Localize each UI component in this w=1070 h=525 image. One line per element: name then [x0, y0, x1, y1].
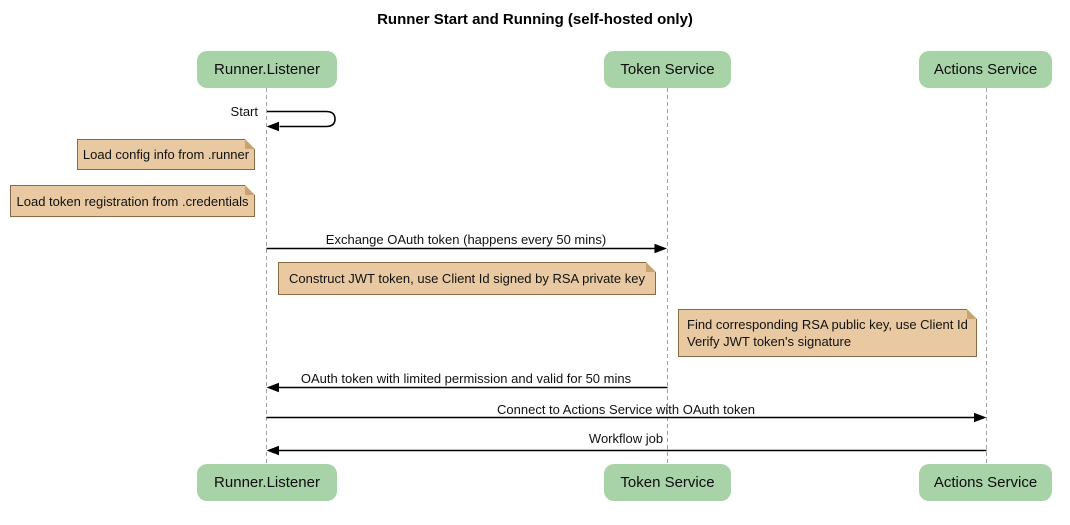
message-label-start: Start	[230, 104, 258, 119]
participant-label: Token Service	[620, 61, 715, 78]
arrowhead-left-icon	[266, 445, 279, 456]
page-title: Runner Start and Running (self-hosted on…	[377, 11, 693, 28]
participant-label: Token Service	[620, 474, 715, 491]
arrowhead-left-icon	[266, 382, 279, 393]
arrowhead-left-icon	[266, 121, 279, 132]
note-text: Construct JWT token, use Client Id signe…	[289, 271, 645, 286]
participant-label: Runner.Listener	[214, 474, 320, 491]
note-load-token-registration: Load token registration from .credential…	[10, 185, 255, 217]
message-label-workflow-job: Workflow job	[588, 431, 664, 446]
note-text: Load token registration from .credential…	[16, 193, 249, 209]
participant-token-service-top: Token Service	[604, 51, 731, 88]
message-label-connect-actions: Connect to Actions Service with OAuth to…	[497, 402, 755, 417]
note-verify-jwt: Find corresponding RSA public key, use C…	[678, 309, 977, 357]
participant-actions-service-bottom: Actions Service	[919, 464, 1052, 501]
note-construct-jwt: Construct JWT token, use Client Id signe…	[278, 262, 656, 295]
participant-label: Runner.Listener	[214, 61, 320, 78]
participant-runner-listener-top: Runner.Listener	[197, 51, 337, 88]
note-load-config: Load config info from .runner	[77, 139, 255, 170]
note-text: Load config info from .runner	[82, 147, 250, 162]
note-text-line: Find corresponding RSA public key, use C…	[687, 317, 968, 332]
self-message-arrow-start	[267, 110, 336, 128]
note-text-line: Verify JWT token's signature	[687, 334, 852, 349]
participant-actions-service-top: Actions Service	[919, 51, 1052, 88]
participant-label: Actions Service	[933, 61, 1038, 78]
participant-runner-listener-bottom: Runner.Listener	[197, 464, 337, 501]
participant-token-service-bottom: Token Service	[604, 464, 731, 501]
arrowhead-right-icon	[654, 243, 667, 254]
message-label-oauth-token-back: OAuth token with limited permission and …	[300, 371, 632, 386]
message-label-exchange-oauth: Exchange OAuth token (happens every 50 m…	[325, 232, 607, 247]
participant-label: Actions Service	[933, 474, 1038, 491]
arrowhead-right-icon	[974, 412, 987, 423]
